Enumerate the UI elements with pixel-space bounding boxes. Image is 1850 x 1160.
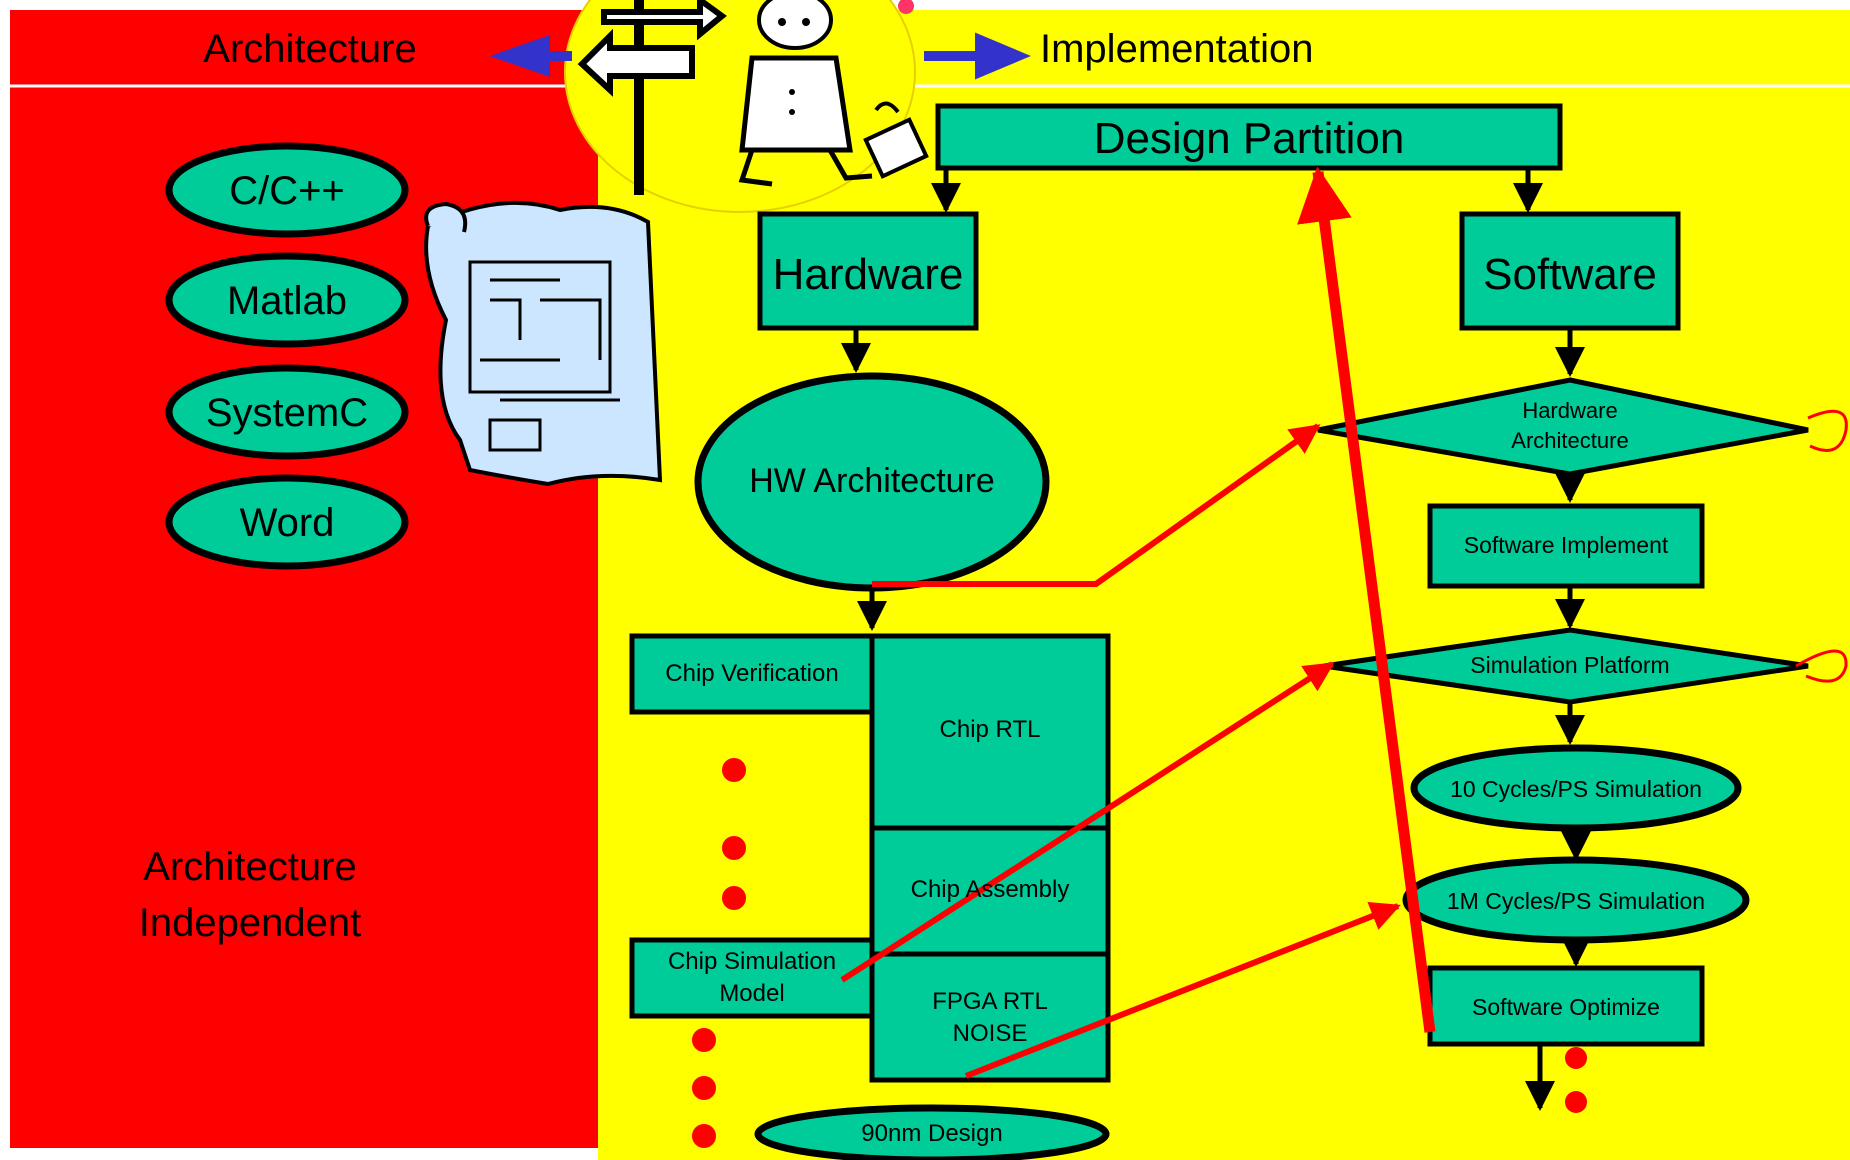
ellipsis-dot (692, 1028, 716, 1052)
link-optimize-to-partition (1297, 166, 1436, 1033)
hardware-box (757, 211, 979, 331)
tool-label-cpp: C/C++ (229, 169, 345, 213)
loop-marker (1807, 409, 1848, 452)
nm-design-ellipse (754, 1104, 1110, 1160)
blueprint-scroll-icon (424, 200, 663, 487)
hardware-label: Hardware (772, 250, 964, 299)
chip-simulation-label-line1: Chip Simulation (667, 948, 837, 975)
ellipsis-dot (722, 886, 746, 910)
implementation-header-label: Implementation (1040, 27, 1314, 71)
cycles-10-label: 10 Cycles/PS Simulation (1450, 776, 1702, 802)
fpga-rtl-box (869, 951, 1111, 1083)
loop-marker (1795, 649, 1848, 683)
software-implement-box (1427, 503, 1705, 589)
nm-design-label: 90nm Design (861, 1120, 1003, 1147)
architecture-independent-line1: Architecture (143, 845, 357, 889)
chip-simulation-model-box (629, 937, 875, 1019)
chip-simulation-label-line2: Model (719, 980, 785, 1007)
ellipsis-dot (722, 836, 746, 860)
software-label: Software (1483, 250, 1657, 299)
sw-hw-architecture-label-line1: Hardware (1522, 398, 1618, 423)
hw-architecture-label: HW Architecture (749, 462, 995, 500)
tool-label-systemc: SystemC (205, 391, 369, 435)
person-icon (738, 0, 929, 187)
tool-ellipse-word (165, 474, 409, 570)
tool-label-word: Word (239, 501, 335, 545)
architecture-independent-line2: Independent (138, 901, 362, 945)
link-chip-sim-to-platform (840, 661, 1335, 983)
design-partition-label: Design Partition (1093, 114, 1405, 163)
arrow-to-architecture (489, 34, 572, 78)
software-optimize-box (1427, 965, 1705, 1047)
software-box (1459, 211, 1681, 331)
design-partition-box (935, 103, 1563, 171)
ellipsis-dot (1565, 1091, 1587, 1113)
link-fpga-to-1m-cycles (964, 901, 1401, 1079)
cycles-1m-label: 1M Cycles/PS Simulation (1446, 888, 1706, 914)
architecture-header-label: Architecture (203, 27, 417, 71)
fpga-rtl-label-line2: NOISE (952, 1020, 1028, 1047)
sw-hw-architecture-label-line2: Architecture (1511, 428, 1629, 453)
arrow-to-implementation (924, 32, 1031, 80)
fpga-rtl-label-line1: FPGA RTL (932, 988, 1048, 1015)
tool-ellipse-cpp (165, 142, 409, 238)
link-hw-arch-to-sw-hw-arch (872, 423, 1321, 587)
simulation-platform-label: Simulation Platform (1470, 652, 1670, 678)
chip-rtl-box (869, 633, 1111, 831)
software-optimize-label: Software Optimize (1472, 994, 1660, 1020)
chip-verification-label: Chip Verification (665, 660, 839, 687)
signpost-icon (577, 0, 727, 195)
tool-label-matlab: Matlab (226, 279, 348, 323)
tool-ellipse-matlab (165, 252, 409, 348)
software-implement-label: Software Implement (1463, 532, 1669, 558)
ellipsis-dot (692, 1124, 716, 1148)
ellipsis-dot (1565, 1047, 1587, 1069)
chip-rtl-label: Chip RTL (939, 716, 1041, 743)
tool-ellipse-systemc (165, 364, 409, 460)
chip-assembly-label: Chip Assembly (910, 876, 1070, 903)
ellipsis-dot (722, 758, 746, 782)
ellipsis-dot (692, 1076, 716, 1100)
